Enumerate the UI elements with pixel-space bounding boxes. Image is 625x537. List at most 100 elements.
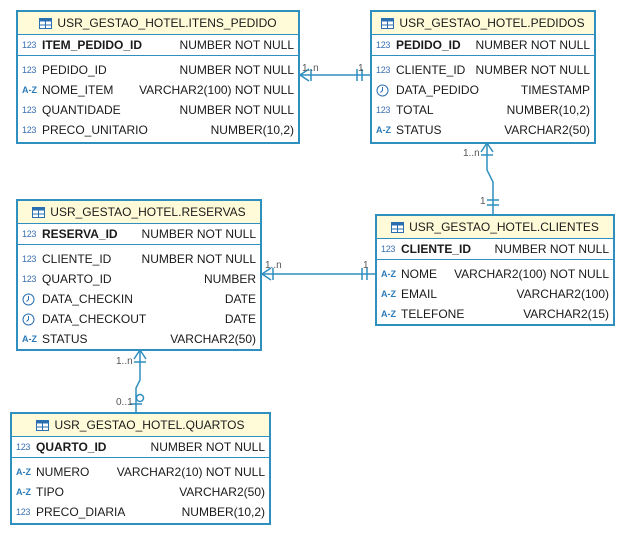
column-type: NUMBER(10,2): [210, 123, 294, 137]
column-name: STATUS: [42, 332, 88, 346]
number-icon: 123: [22, 40, 37, 50]
column-name: QUARTO_ID: [42, 272, 112, 286]
entity-reservas[interactable]: USR_GESTAO_HOTEL.RESERVAS 123 RESERVA_ID…: [16, 199, 262, 351]
number-icon: 123: [22, 229, 37, 239]
one-mark-clientes: [487, 199, 499, 206]
column-type: VARCHAR2(50): [179, 485, 265, 499]
table-icon: [381, 17, 395, 29]
column-type: NUMBER NOT NULL: [179, 103, 294, 117]
field-row[interactable]: A-Z NOME_ITEM VARCHAR2(100) NOT NULL: [18, 80, 298, 100]
column-name: EMAIL: [401, 287, 438, 301]
column-type: DATE: [224, 292, 256, 306]
text-icon: A-Z: [381, 269, 396, 279]
number-icon: 123: [22, 274, 37, 284]
column-name: DATA_CHECKIN: [42, 292, 133, 306]
column-type: DATE: [224, 312, 256, 326]
column-name: QUARTO_ID: [36, 440, 107, 454]
column-name: NUMERO: [36, 465, 90, 479]
text-icon: A-Z: [16, 487, 31, 497]
field-row[interactable]: DATA_CHECKIN DATE: [18, 289, 260, 309]
number-icon: 123: [16, 442, 31, 452]
field-row[interactable]: 123 QUANTIDADE NUMBER NOT NULL: [18, 100, 298, 120]
entity-title: USR_GESTAO_HOTEL.CLIENTES: [377, 216, 613, 239]
column-name: DATA_PEDIDO: [396, 83, 479, 97]
column-type: NUMBER NOT NULL: [179, 63, 294, 77]
clock-icon: [376, 84, 394, 97]
table-icon: [32, 206, 46, 218]
table-icon: [39, 17, 53, 29]
optional-circle-quartos: [135, 393, 145, 403]
column-name: QUANTIDADE: [42, 103, 121, 117]
number-icon: 123: [16, 507, 31, 517]
field-row[interactable]: 123 QUARTO_ID NUMBER: [18, 269, 260, 289]
column-type: VARCHAR2(100) NOT NULL: [454, 267, 609, 281]
column-type: VARCHAR2(100) NOT NULL: [139, 83, 294, 97]
column-name: NOME_ITEM: [42, 83, 114, 97]
column-type: VARCHAR2(15): [523, 307, 609, 321]
text-icon: A-Z: [376, 125, 391, 135]
one-mark-pedidos: [356, 69, 363, 81]
column-type: VARCHAR2(50): [504, 123, 590, 137]
pk-row[interactable]: 123 RESERVA_ID NUMBER NOT NULL: [18, 224, 260, 245]
card-clientes-one-2: 1: [363, 260, 369, 271]
entity-title: USR_GESTAO_HOTEL.RESERVAS: [18, 201, 260, 224]
column-name: TOTAL: [396, 103, 434, 117]
column-name: ITEM_PEDIDO_ID: [42, 38, 143, 52]
column-name: CLIENTE_ID: [396, 63, 466, 77]
clock-icon: [22, 293, 40, 306]
number-icon: 123: [22, 105, 37, 115]
pk-row[interactable]: 123 PEDIDO_ID NUMBER NOT NULL: [372, 35, 594, 56]
field-row[interactable]: A-Z NOME VARCHAR2(100) NOT NULL: [377, 264, 613, 284]
entity-title: USR_GESTAO_HOTEL.QUARTOS: [12, 414, 269, 437]
text-icon: A-Z: [22, 334, 37, 344]
entity-itens-pedido[interactable]: USR_GESTAO_HOTEL.ITENS_PEDIDO 123 ITEM_P…: [16, 10, 300, 144]
card-pedidos-one: 1: [358, 63, 364, 74]
number-icon: 123: [22, 254, 37, 264]
rel-pedidos-clientes-line: [486, 143, 494, 214]
column-type: NUMBER NOT NULL: [179, 38, 294, 52]
text-icon: A-Z: [22, 85, 37, 95]
entity-quartos[interactable]: USR_GESTAO_HOTEL.QUARTOS 123 QUARTO_ID N…: [10, 412, 271, 525]
column-name: CLIENTE_ID: [401, 242, 472, 256]
column-type: NUMBER(10,2): [506, 103, 590, 117]
field-row[interactable]: 123 TOTAL NUMBER(10,2): [372, 100, 594, 120]
number-icon: 123: [381, 244, 396, 254]
text-icon: A-Z: [16, 467, 31, 477]
card-quartos-optional: 0..1: [116, 397, 133, 408]
one-mark-clientes-2: [361, 268, 368, 280]
table-icon: [391, 221, 405, 233]
pk-row[interactable]: 123 QUARTO_ID NUMBER NOT NULL: [12, 437, 269, 458]
number-icon: 123: [376, 105, 391, 115]
entity-clientes[interactable]: USR_GESTAO_HOTEL.CLIENTES 123 CLIENTE_ID…: [375, 214, 615, 326]
entity-pedidos[interactable]: USR_GESTAO_HOTEL.PEDIDOS 123 PEDIDO_ID N…: [370, 10, 596, 144]
column-type: NUMBER NOT NULL: [141, 252, 256, 266]
number-icon: 123: [376, 65, 391, 75]
pk-row[interactable]: 123 CLIENTE_ID NUMBER NOT NULL: [377, 239, 613, 260]
column-type: NUMBER: [203, 272, 256, 286]
field-row[interactable]: DATA_CHECKOUT DATE: [18, 309, 260, 329]
column-name: PEDIDO_ID: [42, 63, 107, 77]
crowsfoot-pedidos: [480, 142, 494, 156]
rel-reservas-quartos-line: [135, 350, 141, 412]
column-type: NUMBER NOT NULL: [141, 227, 256, 241]
card-clientes-one: 1: [480, 196, 486, 207]
column-type: NUMBER NOT NULL: [475, 38, 590, 52]
pk-row[interactable]: 123 ITEM_PEDIDO_ID NUMBER NOT NULL: [18, 35, 298, 56]
column-name: DATA_CHECKOUT: [42, 312, 147, 326]
entity-title: USR_GESTAO_HOTEL.PEDIDOS: [372, 12, 594, 35]
clock-icon: [22, 313, 40, 326]
column-name: NOME: [401, 267, 437, 281]
